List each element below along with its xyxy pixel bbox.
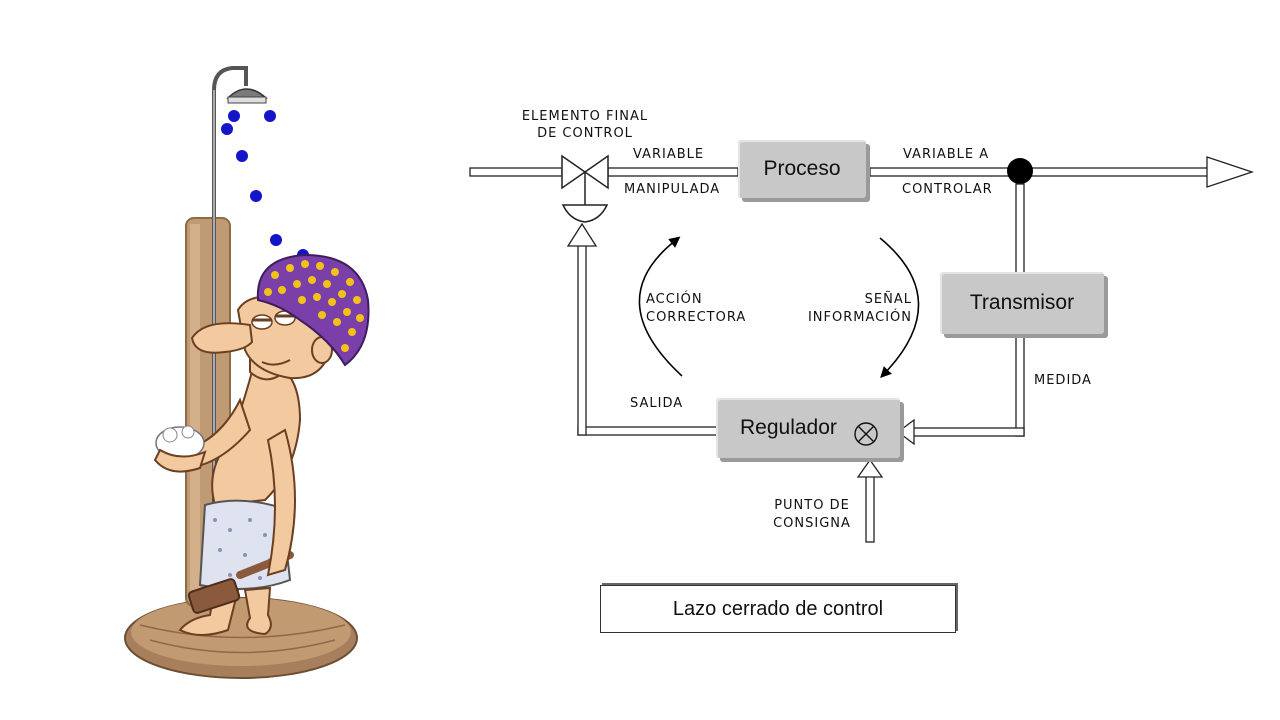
- shower-pipe: [212, 66, 248, 600]
- outlet-arrowhead: [1206, 156, 1255, 188]
- information-signal-arrow: [879, 237, 920, 379]
- controller-block: Regulador: [716, 398, 900, 458]
- manipulated-variable-bottom: MANIPULADA: [624, 182, 721, 197]
- measure-label: MEDIDA: [1034, 373, 1092, 388]
- controller-label: Regulador: [740, 416, 837, 439]
- manipulated-variable-top: VARIABLE: [633, 147, 705, 162]
- setpoint-line: [865, 475, 875, 543]
- setpoint-label: PUNTO DE CONSIGNA: [773, 498, 851, 531]
- person-nose: [190, 322, 254, 354]
- inlet-pipe: [469, 167, 563, 177]
- measure-arrowhead: [896, 418, 915, 446]
- scrub-brush: [187, 578, 241, 614]
- information-signal-label: SEÑAL INFORMACIÓN: [807, 292, 912, 325]
- measure-line-vertical: [1015, 335, 1025, 437]
- controlled-variable-top: VARIABLE A: [903, 147, 990, 162]
- output-label: SALIDA: [630, 396, 684, 411]
- process-block: Proceso: [738, 140, 866, 198]
- sensor-line: [1015, 183, 1025, 275]
- measure-line-horizontal: [911, 427, 1025, 437]
- final-element-label: ELEMENTO FINAL DE CONTROL: [521, 109, 649, 141]
- corrective-action-arrow: [638, 236, 683, 377]
- manipulated-pipe: [607, 167, 739, 177]
- corrective-action-label: ACCIÓN CORRECTORA: [646, 292, 747, 325]
- valve-actuator-icon: [561, 204, 609, 223]
- setpoint-arrowhead: [856, 458, 884, 478]
- output-line-vertical: [577, 244, 587, 436]
- transmitter-block: Transmisor: [940, 272, 1104, 334]
- output-line-horizontal: [577, 426, 719, 436]
- shower-illustration: [124, 66, 370, 679]
- controlled-variable-bottom: CONTROLAR: [902, 182, 993, 197]
- sensor-node: [1007, 158, 1033, 184]
- controlled-pipe: [869, 167, 1209, 177]
- shower-cap: [256, 253, 370, 367]
- diagram-caption: Lazo cerrado de control: [600, 585, 956, 633]
- output-arrowhead: [566, 222, 598, 247]
